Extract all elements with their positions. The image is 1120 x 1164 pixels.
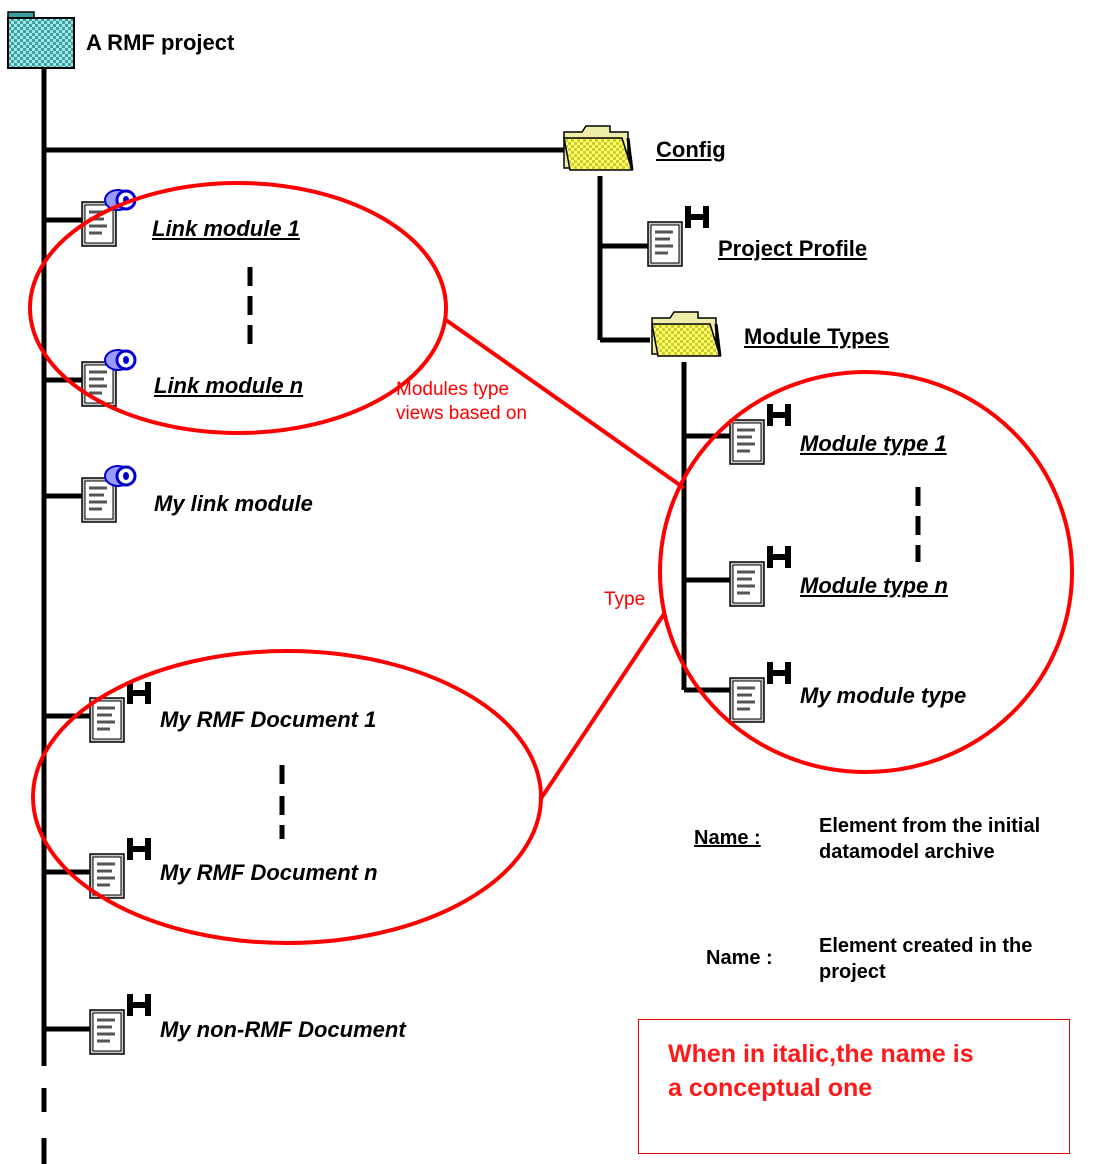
my-module-type-label: My module type	[800, 683, 967, 708]
highlight-overlay	[28, 181, 1074, 945]
tree-lines	[41, 66, 730, 1164]
config-label: Config	[656, 137, 726, 162]
legend-initial-name: Name :	[694, 827, 761, 849]
link-modules-highlight	[28, 181, 448, 435]
module-type-1-label: Module type 1	[800, 431, 947, 456]
project-profile-label: Project Profile	[718, 236, 868, 261]
profile-document-icon	[646, 206, 709, 268]
folder-icon	[650, 310, 722, 358]
module-type-icon	[728, 546, 791, 608]
legend-created-desc-line2: project	[819, 961, 886, 983]
my-non-rmf-document-label: My non-RMF Document	[160, 1017, 406, 1042]
views-based-on-connector	[444, 318, 686, 490]
views-annotation-line2: views based on	[396, 403, 527, 424]
rmf-document-icon	[88, 682, 151, 744]
type-connector	[538, 612, 666, 802]
italic-note-line1: When in italic,the name is	[668, 1040, 974, 1068]
italic-note-text: When in italic,the name is a conceptual …	[668, 1037, 1068, 1105]
italic-note-line2: a conceptual one	[668, 1074, 873, 1102]
legend-created-name: Name :	[706, 947, 773, 969]
my-rmf-document-n-label: My RMF Document n	[160, 860, 378, 885]
project-folder-icon	[7, 11, 75, 69]
rmf-document-icon	[88, 994, 151, 1056]
my-link-module-label: My link module	[154, 491, 313, 516]
type-annotation: Type	[604, 589, 646, 610]
module-types-highlight	[658, 370, 1074, 774]
italic-note-box	[638, 1019, 1070, 1154]
link-module-n-label: Link module n	[154, 373, 304, 398]
root-label: A RMF project	[86, 30, 235, 55]
rmf-documents-highlight	[31, 649, 543, 945]
legend-initial-desc-line2: datamodel archive	[819, 841, 995, 863]
legend-initial-desc-line1: Element from the initial	[819, 815, 1041, 837]
legend-created-desc-line1: Element created in the	[819, 935, 1033, 957]
link-module-1-label: Link module 1	[152, 216, 300, 241]
link-module-icon	[80, 464, 137, 524]
continuation-dashes	[247, 267, 921, 839]
module-type-n-label: Module type n	[800, 573, 948, 598]
folder-icon	[562, 124, 634, 172]
views-annotation-line1: Modules type	[396, 379, 510, 400]
module-types-label: Module Types	[744, 324, 890, 349]
rmf-document-icon	[88, 838, 151, 900]
module-type-icon	[728, 662, 791, 724]
my-rmf-document-1-label: My RMF Document 1	[160, 707, 377, 732]
